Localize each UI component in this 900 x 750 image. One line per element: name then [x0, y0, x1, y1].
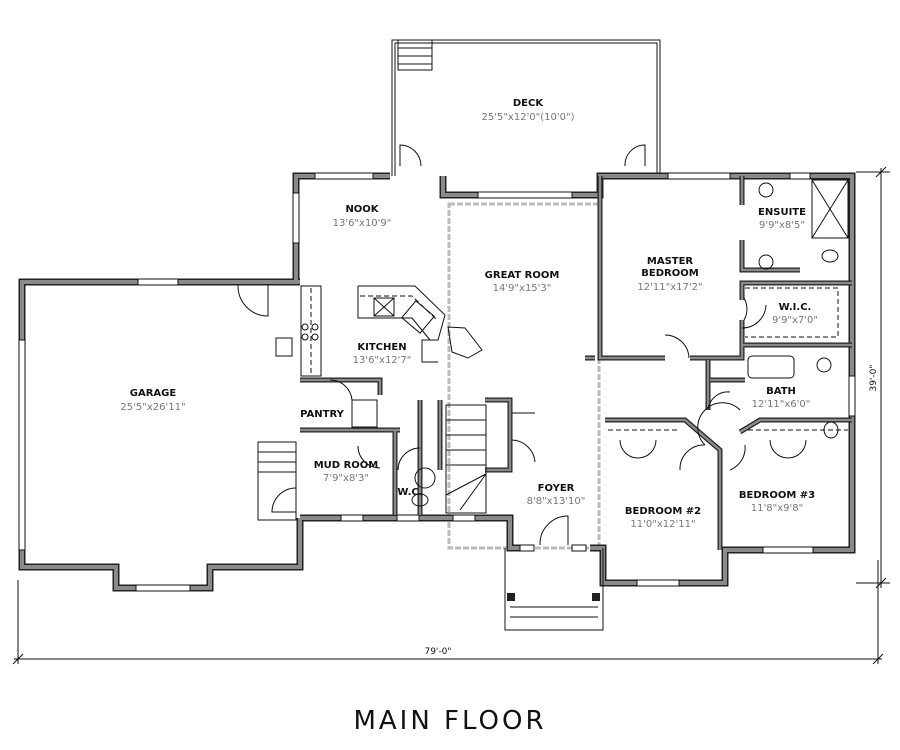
pantry-label: PANTRY — [300, 409, 344, 420]
kitchen-size: 13'6"x12'7" — [353, 355, 412, 366]
windows — [18, 172, 856, 592]
plan-title: MAIN FLOOR — [353, 706, 546, 736]
great-room-size: 14'9"x15'3" — [493, 283, 552, 294]
exterior-walls — [18, 172, 856, 592]
great-room-label: GREAT ROOM — [485, 270, 560, 281]
bath-size: 12'11"x6'0" — [752, 399, 811, 410]
master-label-2: BEDROOM — [641, 268, 698, 279]
depth-label: 39'-0" — [869, 364, 879, 391]
nook-label: NOOK — [345, 204, 379, 215]
fixtures — [237, 144, 849, 631]
depth-dimension: 39'-0" — [856, 166, 890, 589]
deck-size: 25'5"x12'0"(10'0") — [481, 112, 574, 123]
wc-label: W.C. — [397, 487, 422, 498]
ensuite-size: 9'9"x8'5" — [759, 220, 805, 231]
garage-size: 25'5"x26'11" — [120, 402, 185, 413]
interior-walls — [300, 176, 852, 550]
ensuite-label: ENSUITE — [758, 207, 806, 218]
master-size: 12'11"x17'2" — [637, 282, 702, 293]
bedroom2-size: 11'0"x12'11" — [630, 519, 695, 530]
bath-label: BATH — [766, 386, 796, 397]
bedroom3-label: BEDROOM #3 — [739, 490, 815, 501]
width-label: 79'-0" — [424, 647, 451, 657]
master-label-1: MASTER — [647, 256, 694, 267]
wic-label: W.I.C. — [779, 302, 812, 313]
deck-outline — [391, 39, 661, 176]
mud-room-label: MUD ROOM — [314, 460, 379, 471]
bedroom2-label: BEDROOM #2 — [625, 506, 701, 517]
foyer-label: FOYER — [538, 483, 575, 494]
kitchen-label: KITCHEN — [357, 342, 406, 353]
room-labels: DECK 25'5"x12'0"(10'0") NOOK 13'6"x10'9"… — [120, 98, 818, 530]
width-dimension: 79'-0" — [12, 560, 884, 665]
garage-label: GARAGE — [130, 388, 177, 399]
wic-size: 9'9"x7'0" — [772, 315, 818, 326]
deck-label: DECK — [513, 98, 544, 109]
nook-size: 13'6"x10'9" — [333, 218, 392, 229]
foyer-size: 8'8"x13'10" — [527, 496, 586, 507]
mud-room-size: 7'9"x8'3" — [323, 473, 369, 484]
bedroom3-size: 11'8"x9'8" — [751, 503, 803, 514]
